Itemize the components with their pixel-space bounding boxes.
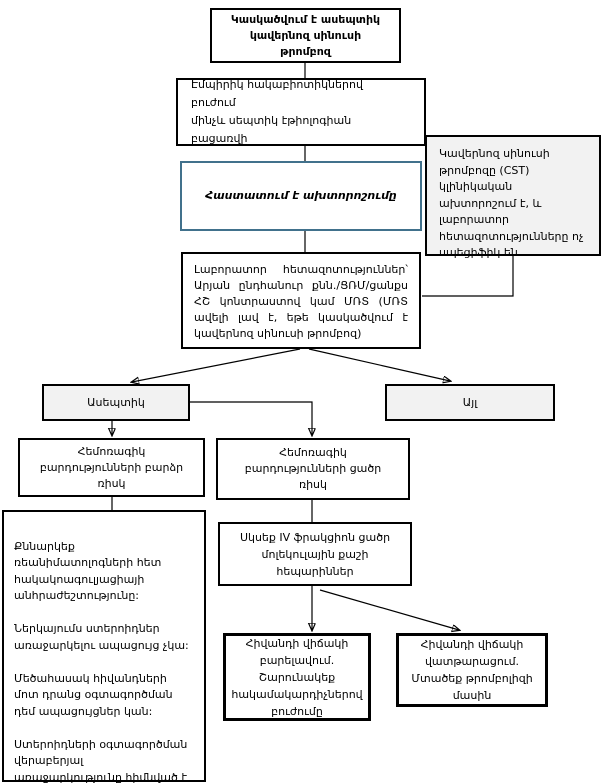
connector-note-labs xyxy=(422,255,514,297)
node-empiric-antibiotics: Էմպիրիկ հակաբիոտիկներով բուժում մինչև սե… xyxy=(176,78,426,146)
connector-labs-aseptic xyxy=(132,348,301,382)
node-hemorrhagic-high-risk-label: Հեմոռագիկ բարդությունների բարձր ռիսկ xyxy=(39,444,184,490)
node-anticoagulation-steroid-advice-label: Քննարկեք ռեանիմատոլոգների հետ հակակոագու… xyxy=(14,539,189,784)
node-laboratory-tests: Լաբորատոր հետազոտություններ՝ Արյան ընդհա… xyxy=(181,252,421,349)
node-patient-worsens: Հիվանդի վիճակի վատթարացում. Մտածեք թրոմբ… xyxy=(396,633,548,707)
node-confirm-diagnosis-label: Հաստատում է ախտորոշումը xyxy=(205,189,397,202)
connector-aseptic-lowrisk xyxy=(190,401,312,435)
node-anticoagulation-steroid-advice: Քննարկեք ռեանիմատոլոգների հետ հակակոագու… xyxy=(2,510,206,784)
node-branch-aseptic-label: Ասեպտիկ xyxy=(87,395,145,409)
node-empiric-antibiotics-label: Էմպիրիկ հակաբիոտիկներով բուժում մինչև սե… xyxy=(191,78,363,145)
node-start-iv-heparin: Սկսեք IV ֆրակցիոն ցածր մոլեկուլային քաշի… xyxy=(218,522,412,586)
node-cst-clinical-note-label: Կավերնոզ սինուսի թրոմբոզը (CST) կլինիկակ… xyxy=(439,147,584,259)
node-laboratory-tests-label: Լաբորատոր հետազոտություններ՝ Արյան ընդհա… xyxy=(194,263,408,340)
connector-heparin-worsen xyxy=(319,589,459,630)
node-cst-clinical-note: Կավերնոզ սինուսի թրոմբոզը (CST) կլինիկակ… xyxy=(425,135,601,259)
node-patient-improves-label: Հիվանդի վիճակի բարելավում. Շարունակեք հա… xyxy=(231,636,363,718)
node-patient-improves: Հիվանդի վիճակի բարելավում. Շարունակեք հա… xyxy=(223,633,371,721)
node-start-iv-heparin-label: Սկսեք IV ֆրակցիոն ցածր մոլեկուլային քաշի… xyxy=(239,530,391,578)
node-hemorrhagic-low-risk-label: Հեմոռագիկ բարդությունների ցածր ռիսկ xyxy=(244,446,382,491)
connector-labs-other xyxy=(308,348,450,381)
node-suspected-cst-label: Կասկածվում է ասեպտիկ կավերնոզ սինուսի թր… xyxy=(230,12,381,58)
node-patient-worsens-label: Հիվանդի վիճակի վատթարացում. Մտածեք թրոմբ… xyxy=(411,638,533,702)
node-branch-other: Այլ xyxy=(385,384,555,421)
node-branch-other-label: Այլ xyxy=(462,395,478,409)
node-hemorrhagic-high-risk: Հեմոռագիկ բարդությունների բարձր ռիսկ xyxy=(18,438,205,497)
node-suspected-cst: Կասկածվում է ասեպտիկ կավերնոզ սինուսի թր… xyxy=(210,8,401,63)
node-hemorrhagic-low-risk: Հեմոռագիկ բարդությունների ցածր ռիսկ xyxy=(216,438,410,500)
node-confirm-diagnosis: Հաստատում է ախտորոշումը xyxy=(180,161,422,231)
node-branch-aseptic: Ասեպտիկ xyxy=(42,384,190,421)
